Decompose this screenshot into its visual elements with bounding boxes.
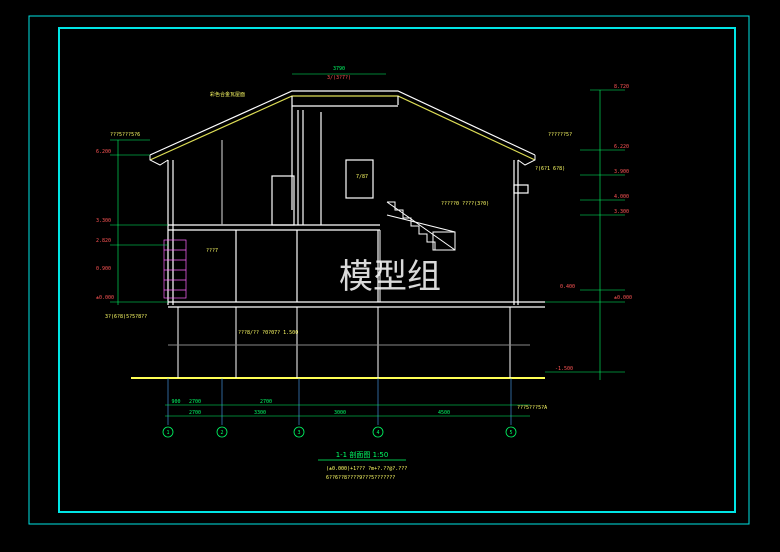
roof [149,90,536,210]
left-elevations: 6.200 3.300 2.820 0.900 ±0.000 [96,149,114,301]
axis-label-3: 3 [297,430,300,436]
elev-right-4: 4.000 [614,194,629,200]
dim-bottom-3: 2700 [260,399,272,405]
axis-label-2: 2 [220,430,223,436]
axis-label-1: 1 [166,430,169,436]
elev-right-8: -1.500 [555,366,573,372]
right-elevation-lines [545,89,625,380]
axis-label-5: 5 [509,430,512,436]
axis-labels: 1 2 3 4 5 [166,430,512,436]
elev-left-3: 2.820 [96,238,111,244]
annotations: 彩色合金瓦屋面 ???5???5?6 ??????5? 7/87 ?????0 … [105,91,572,411]
bottom-dimensions [165,404,530,417]
note-line-1: (±0.000)+1??? ?m+?.??@?.??? [326,466,407,472]
dim-bottom-5: 4500 [438,410,450,416]
eave-note-left: ???5???5?6 [110,132,140,138]
elev-right-7: ±0.000 [614,295,632,301]
right-note: ???5???5?A [517,405,547,411]
inner-frame [58,27,736,513]
left-elevation-lines [110,139,168,305]
elev-right-3: 3.900 [614,169,629,175]
stair-note: ?????0 ????(3?0) [441,201,489,207]
floor-note: ???8/?? ?0?07? 1.500 [238,330,298,336]
dim-bottom2-2: 3300 [254,410,266,416]
eaves [149,155,536,166]
axis-label-4: 4 [376,430,379,436]
note-line-2: 6??6??8????9???5??????? [326,475,395,481]
foundation [168,307,530,378]
dim-bottom2-1: 2700 [189,410,201,416]
bottom-dim-text: 900 2700 2700 3000 4500 2700 3300 [171,399,450,416]
elev-left-2: 3.300 [96,218,111,224]
watermark: 模型组 [339,257,441,297]
foundation-note: 3?(6?8)5?5?8?? [105,314,147,320]
elev-left-4: 0.900 [96,266,111,272]
stair [379,201,456,302]
plus-note: ?(6?1 6?8) [535,166,565,172]
outer-frame [28,15,750,525]
roof-note-left: 彩色合金瓦屋面 [210,91,245,98]
room-label-upper: 7/87 [356,174,368,180]
elev-left-1: 6.200 [96,149,111,155]
elev-right-6: 0.400 [560,284,575,290]
dim-bottom-4: 3000 [334,410,346,416]
elev-right-1: 8.720 [614,84,629,90]
left-stair-hatch [163,239,187,299]
ridge-dim-text: 3790 [333,66,345,72]
dim-bottom-2: 2700 [189,399,201,405]
building-section [167,110,545,308]
eave-note-right: ??????5? [548,132,572,138]
elev-right-2: 6.220 [614,144,629,150]
caption: 1-1 剖面图 1:50 [336,450,389,459]
axis-bubbles [162,426,517,438]
right-elevations: 8.720 6.220 3.900 4.000 3.300 0.400 ±0.0… [555,84,632,372]
elev-right-5: 3.300 [614,209,629,215]
ridge-dim-sub: 3/(3?7?) [327,75,351,81]
grid-axes [167,378,512,425]
dim-bottom-1: 900 [171,399,180,405]
room-label-lower: ???7 [206,248,218,254]
elev-left-5: ±0.000 [96,295,114,301]
